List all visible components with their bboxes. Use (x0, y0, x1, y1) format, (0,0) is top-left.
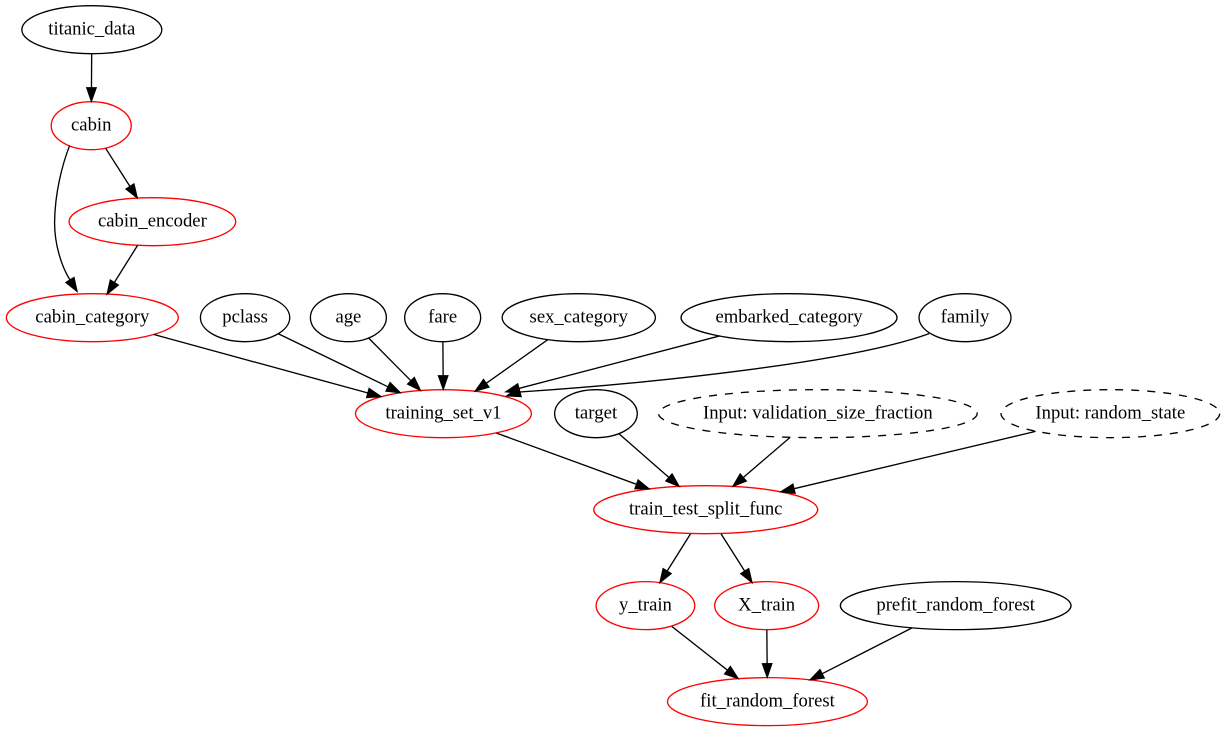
svg-text:cabin_category: cabin_category (35, 307, 150, 328)
svg-text:Input: validation_size_fractio: Input: validation_size_fraction (703, 403, 933, 424)
svg-text:y_train: y_train (619, 595, 673, 616)
svg-text:train_test_split_func: train_test_split_func (629, 499, 782, 520)
svg-text:family: family (941, 307, 990, 328)
svg-text:fare: fare (428, 307, 457, 328)
svg-text:embarked_category: embarked_category (715, 307, 863, 328)
svg-text:sex_category: sex_category (530, 307, 629, 328)
svg-text:target: target (575, 403, 618, 424)
svg-text:training_set_v1: training_set_v1 (385, 403, 501, 424)
svg-text:age: age (335, 307, 361, 328)
svg-text:prefit_random_forest: prefit_random_forest (876, 595, 1035, 616)
svg-text:X_train: X_train (738, 595, 796, 616)
svg-text:pclass: pclass (222, 307, 268, 328)
svg-text:titanic_data: titanic_data (48, 19, 136, 40)
svg-text:cabin_encoder: cabin_encoder (98, 211, 208, 232)
svg-text:fit_random_forest: fit_random_forest (700, 691, 836, 712)
svg-text:cabin: cabin (71, 115, 112, 136)
svg-text:Input: random_state: Input: random_state (1035, 403, 1185, 424)
